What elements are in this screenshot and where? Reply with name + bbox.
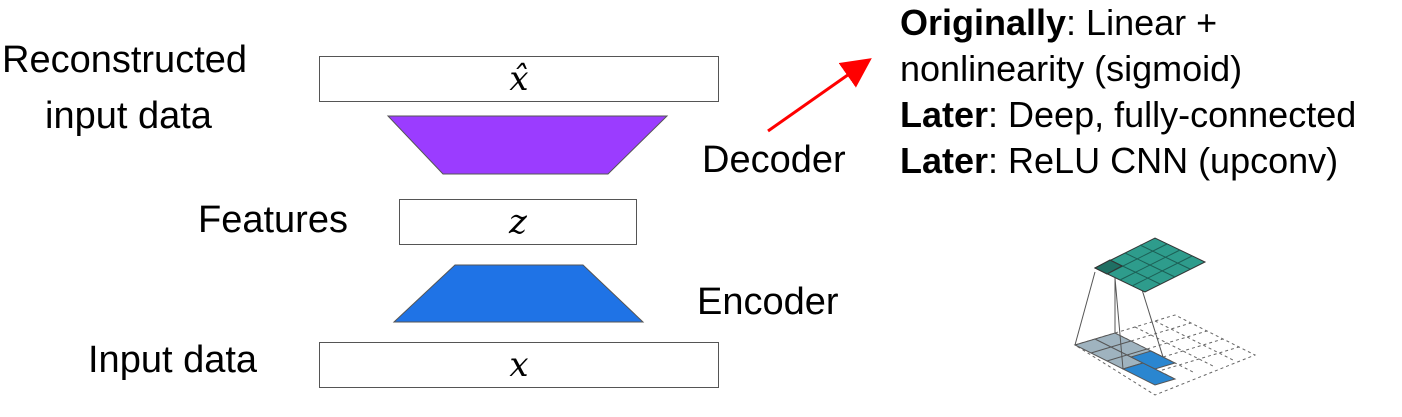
features-box: z [399,199,637,245]
input-box: x [319,342,719,388]
note-line-2: nonlinearity (sigmoid) [900,48,1243,89]
features-label: Features [198,199,348,241]
note-line-1: Originally: Linear + [900,2,1218,43]
upconv-illustration [1073,237,1257,396]
reconstructed-label-line1: Reconstructed [2,39,248,81]
z-symbol: z [509,202,527,242]
input-data-label: Input data [88,339,258,381]
decoder-notes: Originally: Linear + nonlinearity (sigmo… [900,0,1356,184]
x-hat-symbol: x̂ [509,59,529,99]
x-symbol: x [509,345,529,385]
grid-highlight-cell [1121,362,1177,386]
encoder-label: Encoder [697,281,839,323]
reconstructed-box: x̂ [319,56,719,102]
decoder-trapezoid [386,115,669,175]
reconstructed-label-line2: input data [45,95,212,137]
decoder-label: Decoder [702,139,846,181]
note-line-4: Later: ReLU CNN (upconv) [900,140,1339,181]
encoder-trapezoid [392,264,645,323]
note-line-3: Later: Deep, fully-connected [900,94,1357,135]
decoder-arrow [767,58,872,133]
